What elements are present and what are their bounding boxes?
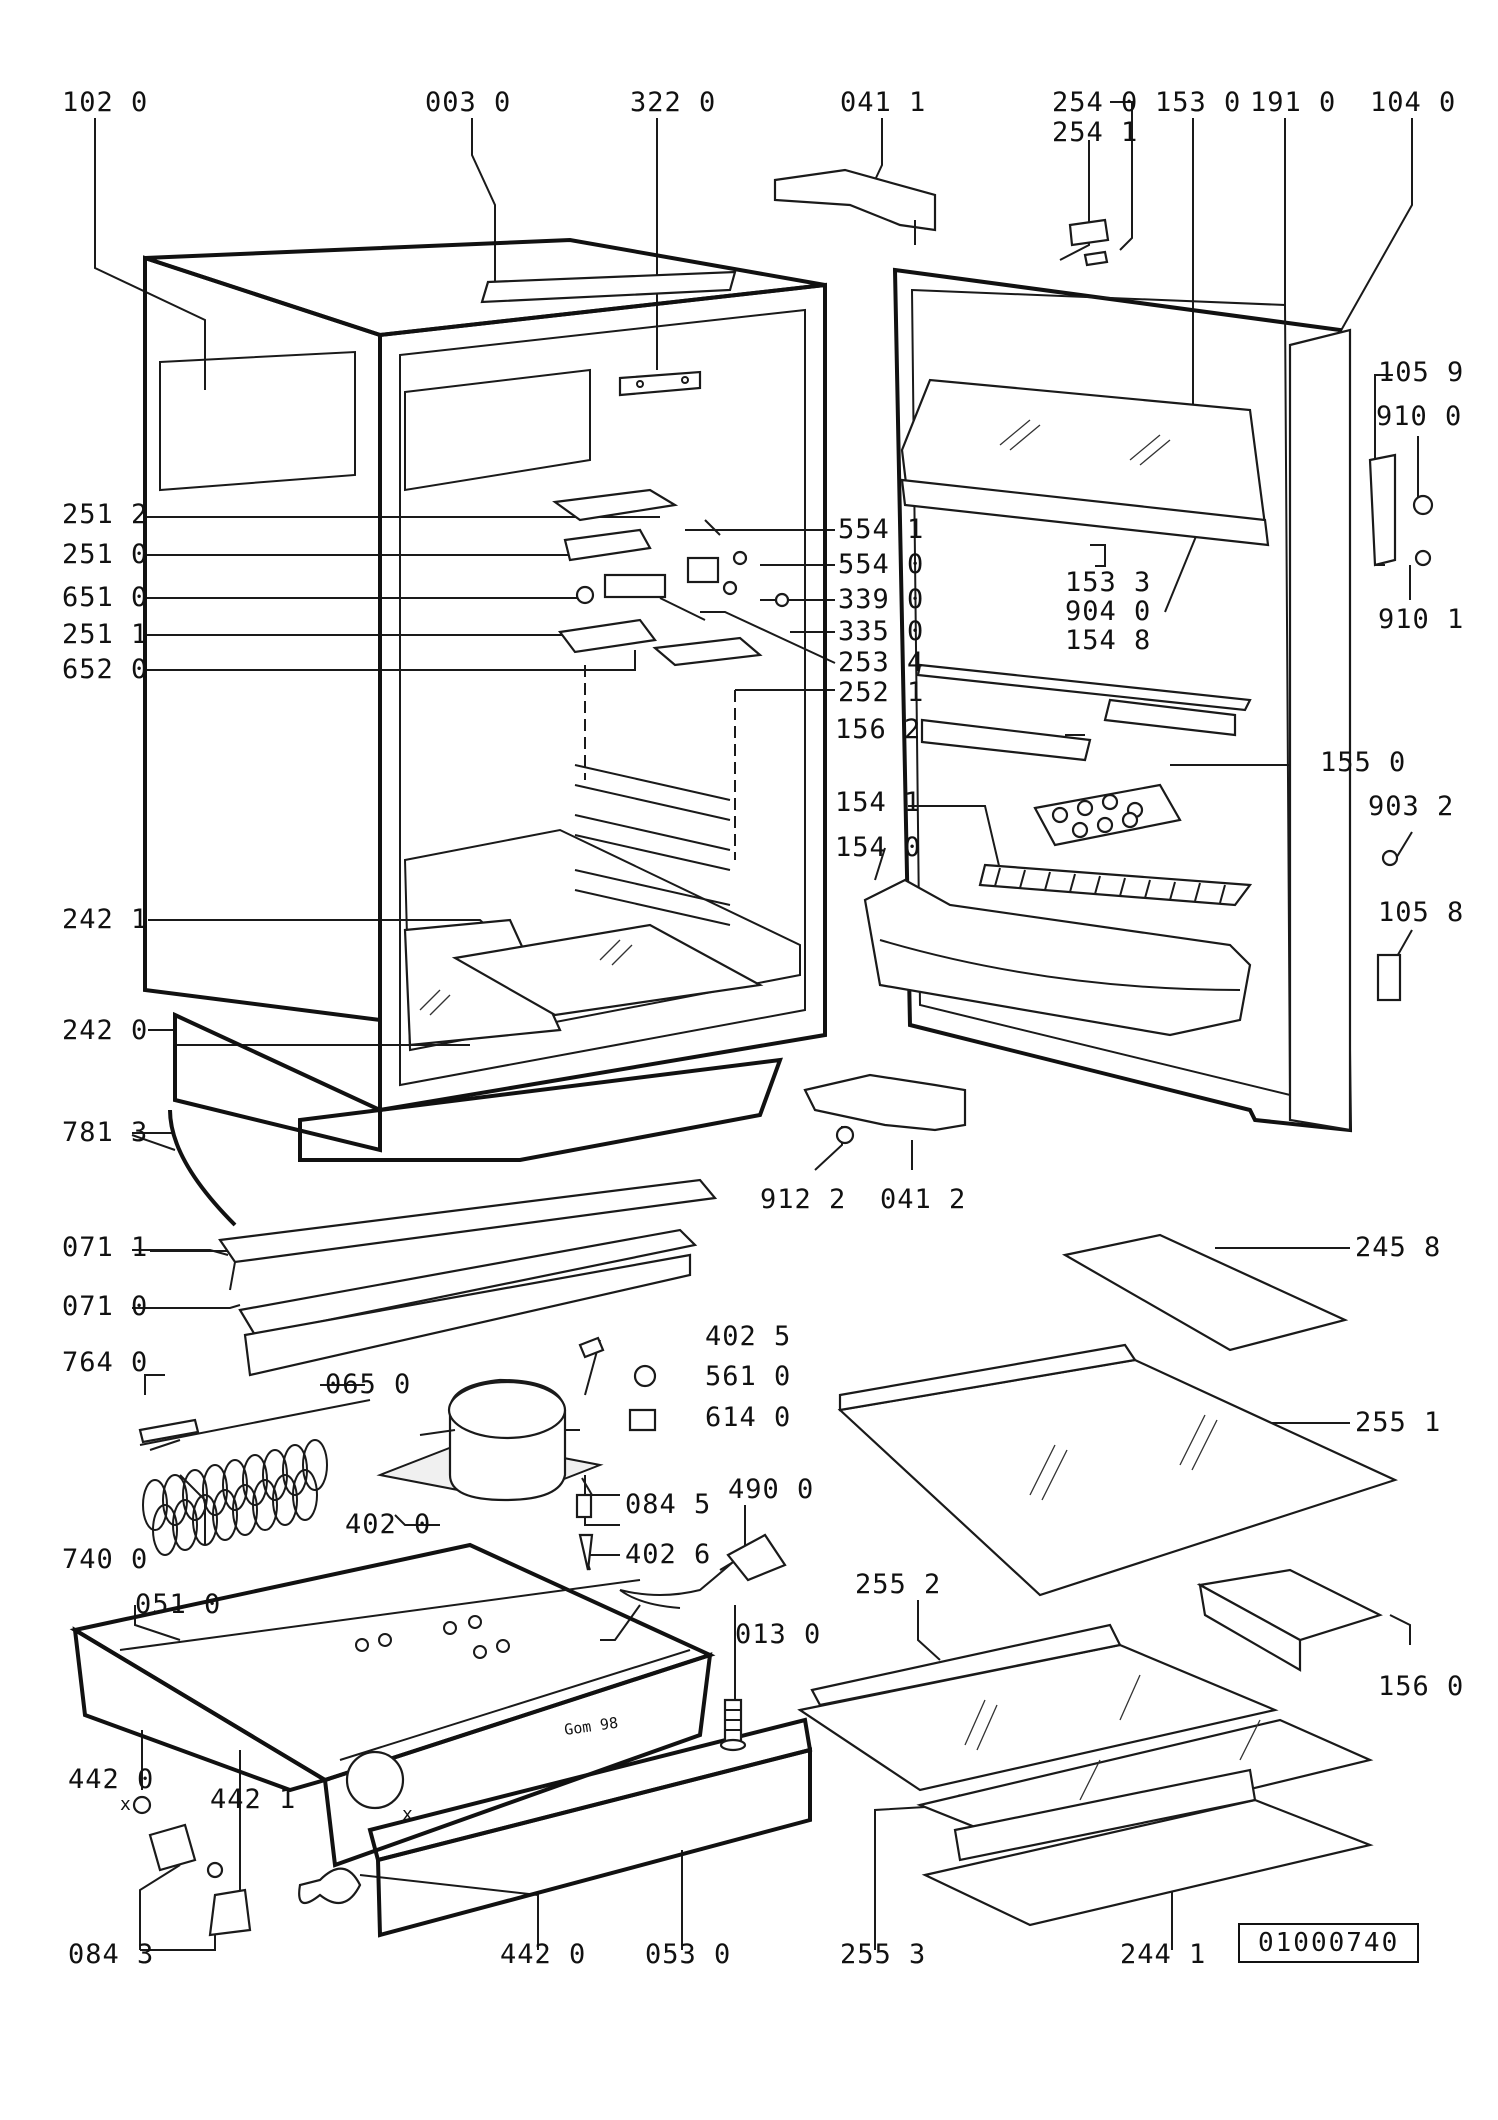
part-label: 402 0 — [345, 1509, 432, 1540]
part-label: 013 0 — [735, 1619, 822, 1650]
part-label: 254 1 — [1052, 117, 1139, 148]
part-label: 910 0 — [1376, 401, 1463, 432]
part-label: 254 0 — [1052, 87, 1139, 118]
part-label: 053 0 — [645, 1939, 732, 1970]
part-label: 255 3 — [840, 1939, 927, 1970]
part-label: 490 0 — [728, 1474, 815, 1505]
part-label: 153 3 — [1065, 567, 1152, 598]
part-label: 252 1 — [838, 677, 925, 708]
part-label: 903 2 — [1368, 791, 1455, 822]
part-label: 910 1 — [1378, 604, 1465, 635]
part-label: 442 0 — [500, 1939, 587, 1970]
part-label: 255 2 — [855, 1569, 942, 1600]
part-label: 071 0 — [62, 1291, 149, 1322]
part-label: 251 1 — [62, 619, 149, 650]
part-label: 652 0 — [62, 654, 149, 685]
part-label: 442 1 — [210, 1784, 297, 1815]
door-assembly — [773, 168, 1434, 1145]
part-label: 153 0 — [1155, 87, 1242, 118]
part-label: 154 0 — [835, 832, 922, 863]
part-label: 764 0 — [62, 1347, 149, 1378]
part-label: 105 8 — [1378, 897, 1465, 928]
part-label: 554 0 — [838, 549, 925, 580]
part-label: 402 6 — [625, 1539, 712, 1570]
part-label: 191 0 — [1250, 87, 1337, 118]
part-label: 154 1 — [835, 787, 922, 818]
cabinet-body — [143, 237, 827, 1162]
part-label: 255 1 — [1355, 1407, 1442, 1438]
part-label: 912 2 — [760, 1184, 847, 1215]
part-label: 554 1 — [838, 514, 925, 545]
part-label: 651 0 — [62, 582, 149, 613]
part-label: 402 5 — [705, 1321, 792, 1352]
part-label: 155 0 — [1320, 747, 1407, 778]
part-label: 154 8 — [1065, 625, 1152, 656]
x-mark: x — [120, 1794, 131, 1815]
part-label: 442 0 — [68, 1764, 155, 1795]
part-label: 071 1 — [62, 1232, 149, 1263]
part-label: 102 0 — [62, 87, 149, 118]
part-label: 251 2 — [62, 499, 149, 530]
part-label: 104 0 — [1370, 87, 1457, 118]
drawing-number: 01000740 — [1258, 1928, 1400, 1958]
part-label: 003 0 — [425, 87, 512, 118]
part-label: 335 0 — [838, 616, 925, 647]
part-label: 051 0 — [135, 1589, 222, 1620]
part-label: 156 2 — [835, 714, 922, 745]
part-label: 242 0 — [62, 1015, 149, 1046]
part-label: 244 1 — [1120, 1939, 1207, 1970]
drawing-number-box: 01000740 — [1238, 1923, 1420, 1963]
machine-compartment — [69, 1109, 813, 1938]
part-label: 614 0 — [705, 1402, 792, 1433]
leader-lines — [94, 101, 1419, 1951]
part-label: 904 0 — [1065, 596, 1152, 627]
part-label: 561 0 — [705, 1361, 792, 1392]
shelves-group — [797, 1233, 1399, 1927]
part-label: 245 8 — [1355, 1232, 1442, 1263]
part-label: 084 3 — [68, 1939, 155, 1970]
part-label: 322 0 — [630, 87, 717, 118]
stamp-text: Gom 98 — [563, 1714, 619, 1739]
part-label: 781 3 — [62, 1117, 149, 1148]
part-label: 041 2 — [880, 1184, 967, 1215]
part-label: 084 5 — [625, 1489, 712, 1520]
part-label: 242 1 — [62, 904, 149, 935]
part-label: 065 0 — [325, 1369, 412, 1400]
part-label: 105 9 — [1378, 357, 1465, 388]
part-label: 253 4 — [838, 647, 925, 678]
x-mark: x — [402, 1804, 413, 1825]
part-label: 156 0 — [1378, 1671, 1465, 1702]
part-label: 740 0 — [62, 1544, 149, 1575]
part-label: 041 1 — [840, 87, 927, 118]
part-label: 251 0 — [62, 539, 149, 570]
part-label: 339 0 — [838, 584, 925, 615]
